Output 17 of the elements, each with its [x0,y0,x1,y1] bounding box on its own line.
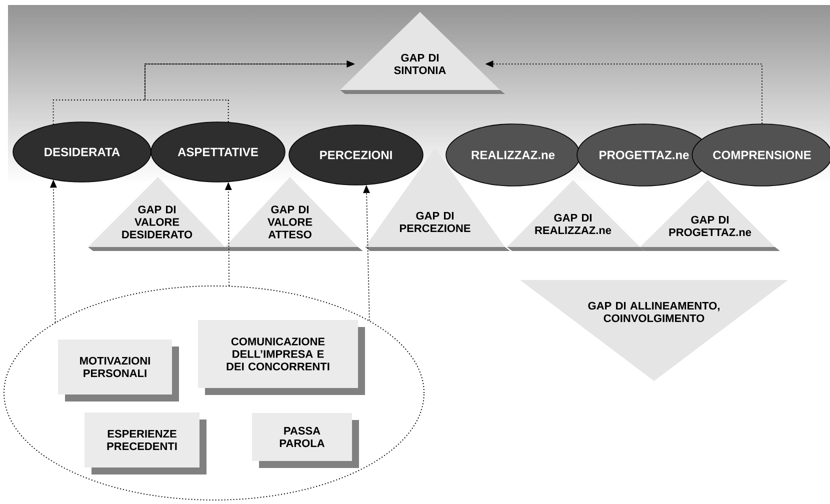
arrow [363,185,370,322]
gap-triangle: GAP DI VALORE ATTESO [225,177,363,251]
dotted-ellipse [4,286,424,500]
gap-triangle: GAP DI SINTONIA [340,12,505,94]
text-box: PASSA PAROLA [252,413,359,468]
arrow [485,60,762,124]
arrow [224,182,232,286]
arrow [50,180,57,323]
text-box: MOTIVAZIONI PERSONALI [58,340,179,402]
gap-triangle: GAP DI VALORE DESIDERATO [88,177,230,251]
node-label: COMPRENSIONE [713,150,811,160]
gap-triangle: GAP DI REALIZZAZ.ne [507,180,645,251]
gap-triangle: GAP DI PROGETTAZ.ne [640,180,780,251]
text-box: ESPERIENZE PRECEDENTI [84,412,206,474]
arrow [144,60,355,122]
text-box: COMUNICAZIONE DELL’IMPRESA E DEI CONCORRENTI [198,320,365,395]
gap-triangle: GAP DI ALLINEAMENTO, COINVOLGIMENTO [520,280,788,381]
